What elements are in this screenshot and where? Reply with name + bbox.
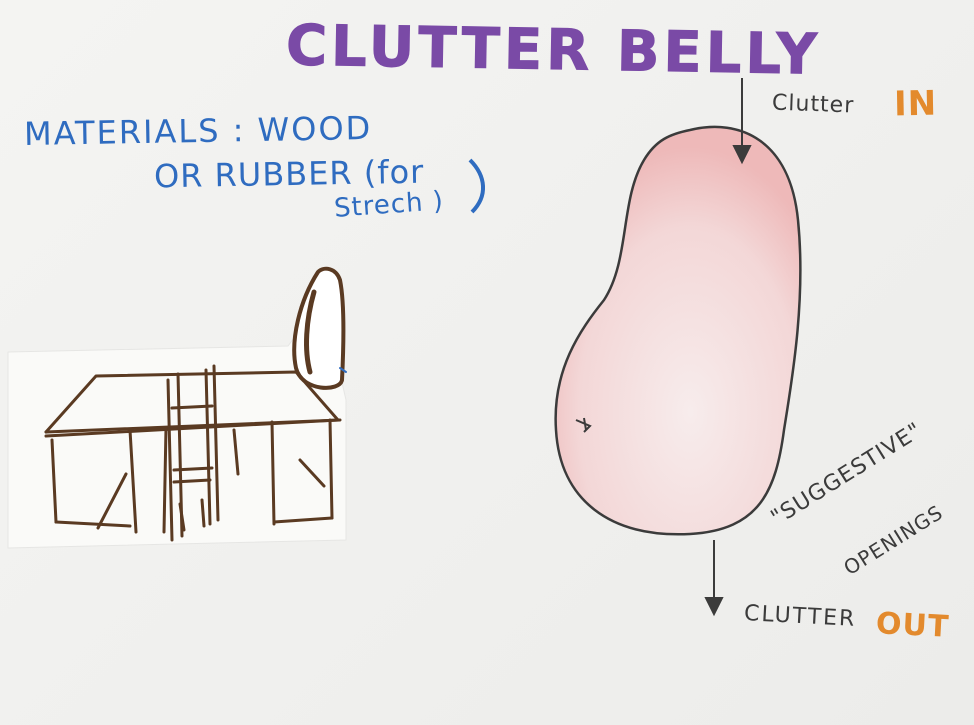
clutter-in-arrow [734, 78, 750, 162]
clutter-in-accent: IN [894, 84, 938, 125]
clutter-out-arrow [706, 540, 722, 614]
clutter-out-accent: OUT [875, 606, 950, 645]
clutter-in-label: Clutter [772, 91, 855, 119]
page-title: CLUTTER BELLY [285, 13, 821, 87]
materials-line-2: OR RUBBER (for [154, 153, 425, 196]
materials-bracket [470, 160, 483, 212]
clutter-belly-shape [556, 127, 801, 534]
materials-line-1: MATERIALS : WOOD [24, 109, 373, 153]
